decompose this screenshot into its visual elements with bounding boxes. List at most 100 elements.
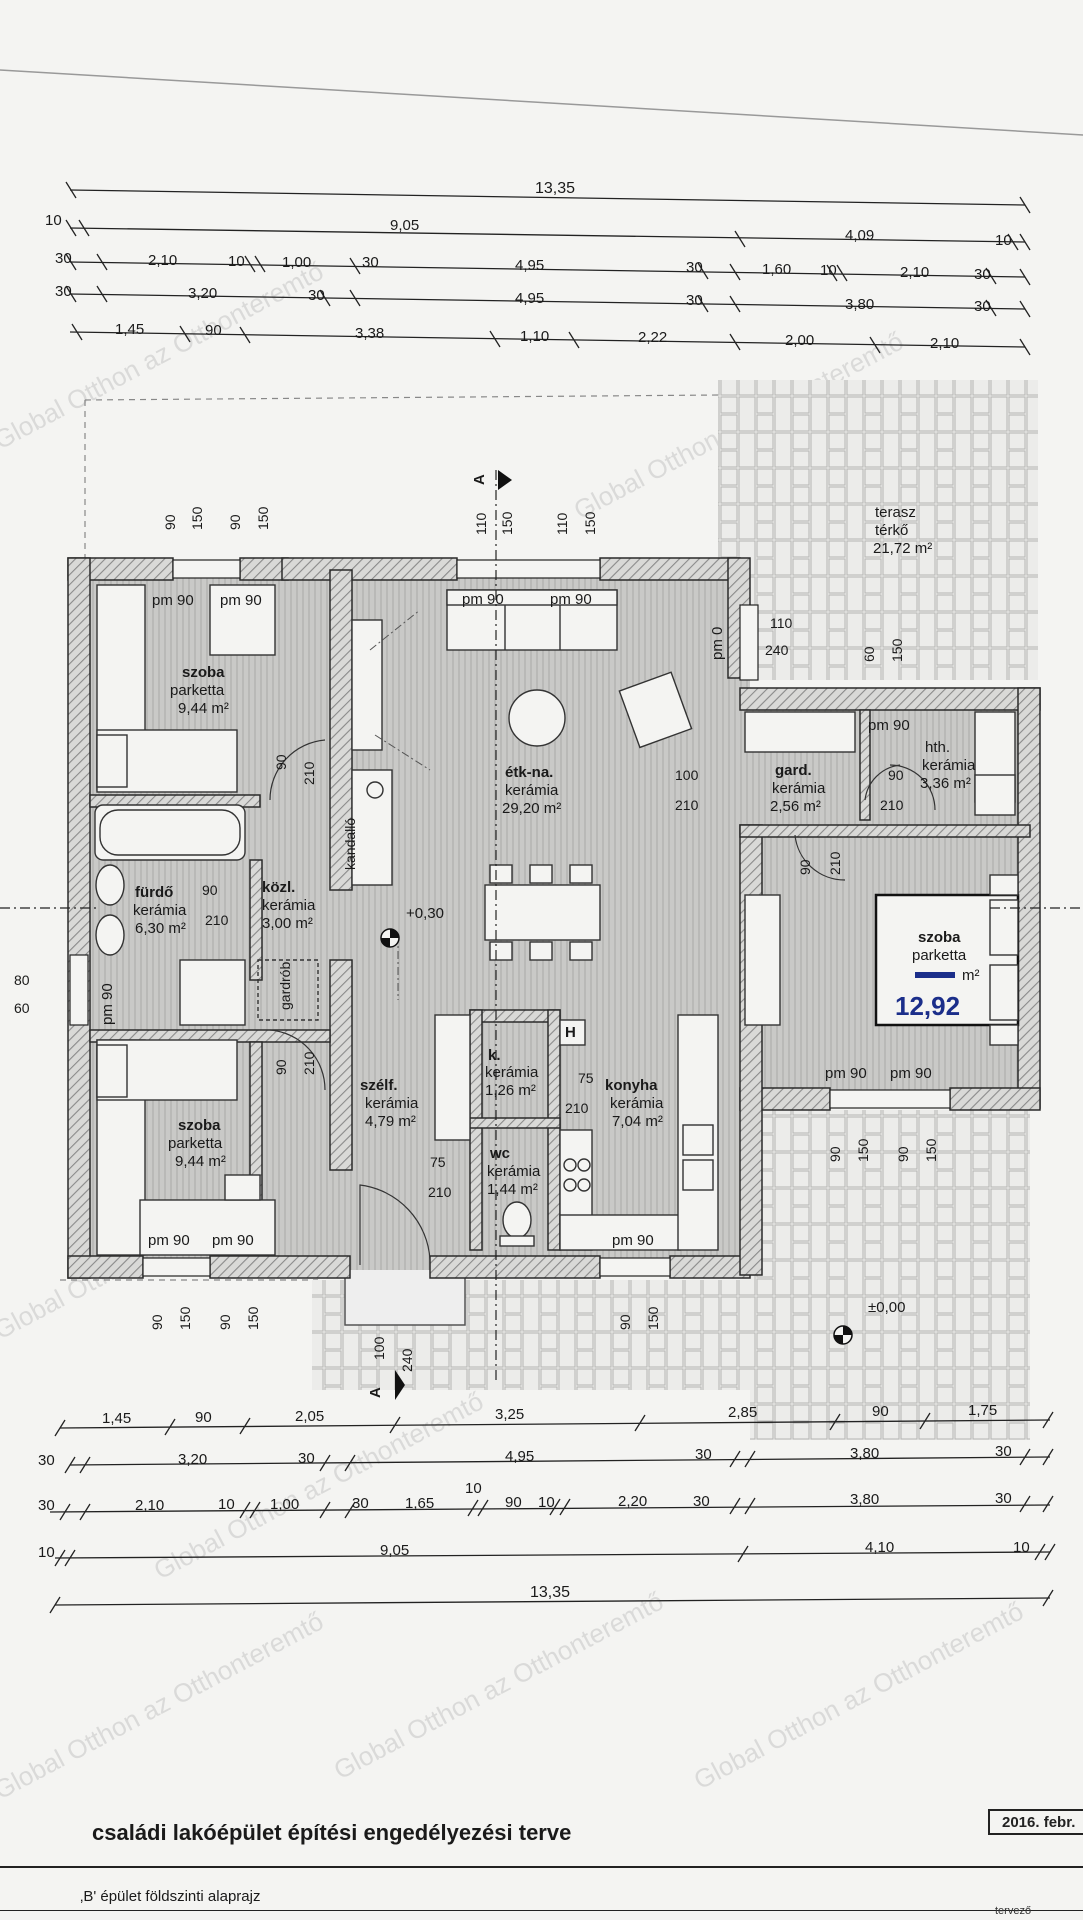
dim: 150 — [255, 506, 271, 530]
dim: 210 — [428, 1184, 452, 1200]
dim: 30 — [352, 1495, 369, 1512]
dim: 4,95 — [515, 290, 544, 307]
dim: 1,45 — [102, 1410, 131, 1427]
dim: 210 — [675, 797, 699, 813]
parapet-label: pm 90 — [152, 592, 194, 609]
room-material: parketta — [170, 682, 225, 699]
dim: 30 — [38, 1497, 55, 1514]
lighting-lines — [369, 609, 431, 1000]
dim: 90 — [505, 1494, 522, 1511]
windows — [69, 559, 951, 1277]
gardrob-cabinet — [257, 959, 319, 1021]
room-name: hth. — [925, 739, 950, 756]
room-area: 6,30 m² — [135, 920, 186, 937]
dim: 210 — [880, 797, 904, 813]
dim: 30 — [686, 292, 703, 309]
dim: 30 — [693, 1493, 710, 1510]
toilet — [502, 1201, 532, 1239]
dim: 10 — [228, 253, 245, 270]
dim: 90 — [162, 514, 178, 530]
dim: 75 — [430, 1154, 446, 1170]
dim: 150 — [245, 1306, 261, 1330]
dim: 2,05 — [295, 1408, 324, 1425]
dim: 2,20 — [618, 1493, 647, 1510]
dim: 90 — [872, 1403, 889, 1420]
room-material: parketta — [168, 1135, 223, 1152]
dim-total: 13,35 — [535, 180, 575, 197]
coffee-table — [508, 689, 566, 747]
dim: 10 — [38, 1544, 55, 1561]
parapet-label: pm 90 — [890, 1065, 932, 1082]
dim: 30 — [974, 266, 991, 283]
dim: 210 — [205, 912, 229, 928]
dim: 90 — [149, 1314, 165, 1330]
dim: 4,10 — [865, 1539, 894, 1556]
room-area: 1,26 m² — [485, 1082, 536, 1099]
bottom-dimension-texts: 1,45 90 2,05 3,25 2,85 90 1,75 30 3,20 3… — [38, 1402, 1030, 1601]
section-marks: A A — [367, 470, 512, 1400]
room-area: 21,72 m² — [873, 540, 932, 557]
room-name: terasz — [875, 504, 916, 521]
designer-label: tervező — [995, 1905, 1032, 1917]
dim: 210 — [301, 1051, 317, 1075]
closet-label: gardrób — [277, 962, 293, 1010]
room-material: kerámia — [772, 780, 826, 797]
fireplace-label: kandalló — [342, 818, 358, 870]
dim: 150 — [889, 638, 905, 662]
level-label: ±0,00 — [868, 1299, 905, 1316]
dim: 3,80 — [850, 1445, 879, 1462]
dim: 210 — [301, 761, 317, 785]
dim: 4,95 — [505, 1448, 534, 1465]
dim: 2,10 — [930, 335, 959, 352]
title-block: családi lakóépület építési engedélyezési… — [0, 1795, 1083, 1920]
dim: 1,10 — [520, 328, 549, 345]
dim: 240 — [399, 1348, 415, 1372]
dim: 90 — [202, 882, 218, 898]
dim: 100 — [675, 767, 699, 783]
parapet-label: pm 90 — [825, 1065, 867, 1082]
dim: 110 — [770, 615, 793, 631]
room-area: 7,04 m² — [612, 1113, 663, 1130]
tv-cabinet — [351, 619, 383, 751]
dim: 30 — [38, 1452, 55, 1469]
parapet-label: pm 0 — [709, 627, 726, 660]
dim: 1,45 — [115, 321, 144, 338]
dim: 150 — [855, 1138, 871, 1162]
gardrob-shelf — [744, 711, 856, 753]
dim: 90 — [195, 1409, 212, 1426]
dim: 240 — [765, 642, 789, 658]
dim: 9,05 — [390, 217, 419, 234]
dim: 9,05 — [380, 1542, 409, 1559]
room-material: kerámia — [485, 1064, 539, 1081]
dim: 10 — [465, 1480, 482, 1497]
dim: 30 — [995, 1490, 1012, 1507]
room-material: kerámia — [262, 897, 316, 914]
parapet-label: pm 90 — [220, 592, 262, 609]
dim: 30 — [686, 259, 703, 276]
dim: 90 — [797, 859, 813, 875]
room-area: 3,00 m² — [262, 915, 313, 932]
top-dimension-ticks — [65, 181, 1031, 356]
door-labels: 110 240 60 150 100 210 90 210 90 210 90 … — [14, 615, 905, 1372]
watermark: Global Otthon az Otthonteremtő — [689, 1596, 1028, 1796]
level-label: +0,30 — [406, 905, 444, 922]
dim: 60 — [14, 1000, 30, 1016]
room-area: 9,44 m² — [175, 1153, 226, 1170]
dim: 210 — [565, 1100, 589, 1116]
dim: 3,80 — [850, 1491, 879, 1508]
dim-total: 13,35 — [530, 1584, 570, 1601]
dim: 1,00 — [270, 1496, 299, 1513]
dim: 3,80 — [845, 296, 874, 313]
room-material: térkő — [875, 522, 908, 539]
parapet-label: pm 90 — [462, 591, 504, 608]
date-box: 2016. febr. — [988, 1809, 1083, 1835]
armchair — [618, 671, 693, 749]
dim: 30 — [55, 250, 72, 267]
dim: 10 — [218, 1496, 235, 1513]
dim: 30 — [974, 298, 991, 315]
fridge — [559, 1019, 586, 1046]
walls — [67, 557, 1041, 1279]
washbasin — [95, 914, 125, 956]
room-labels: szoba parketta 9,44 m² étk-na. kerámia 2… — [133, 504, 980, 1198]
parapet-label: pm 90 — [550, 591, 592, 608]
